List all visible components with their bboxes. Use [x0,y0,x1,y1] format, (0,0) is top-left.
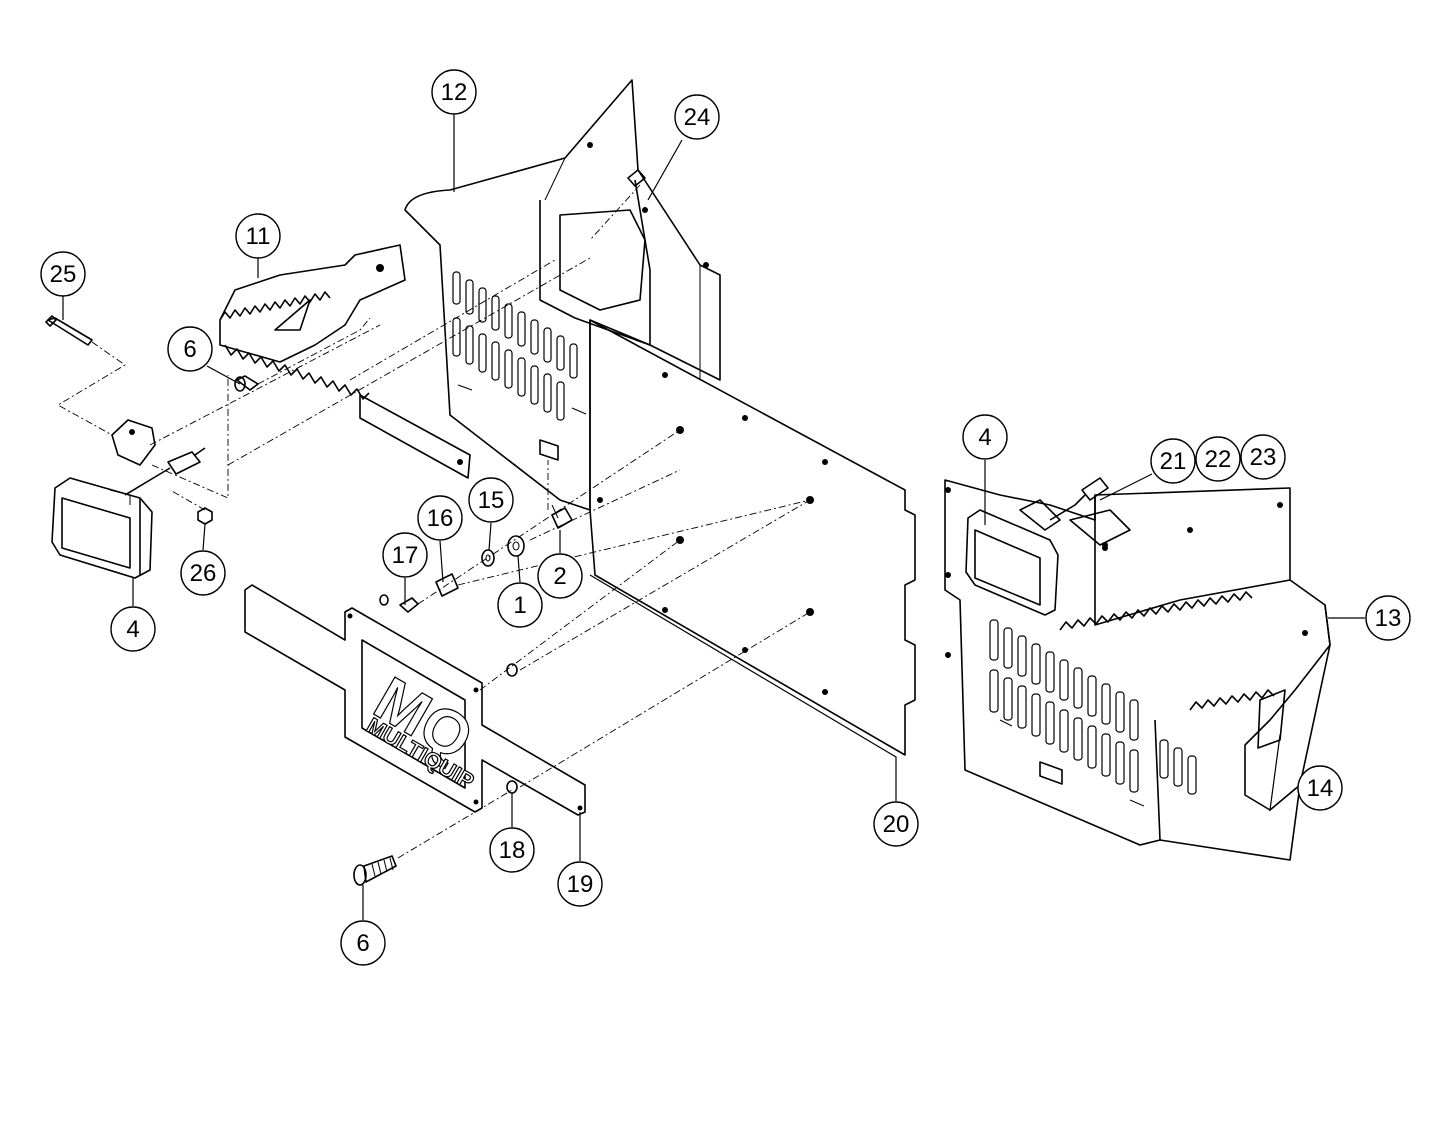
svg-text:6: 6 [356,930,369,957]
callout-17: 17 [382,532,428,578]
svg-text:1: 1 [513,592,526,619]
callout-25: 25 [40,251,86,297]
callout-1: 1 [497,582,543,628]
svg-text:18: 18 [499,837,526,864]
callout-4-left: 4 [110,606,156,652]
callout-18: 18 [489,827,535,873]
part-6-screw-lower [353,855,397,886]
part-18-screw [506,663,518,794]
svg-text:2: 2 [553,563,566,590]
part-24-screw [627,169,646,187]
part-13-14-housing [944,479,1331,861]
svg-text:6: 6 [183,336,196,363]
callout-19: 19 [557,861,603,907]
callout-13: 13 [1365,595,1411,641]
callout-leaders [62,114,1365,920]
part-12-vents [452,271,578,421]
part-4-light-left [51,419,206,579]
assembly-lines [57,184,811,859]
part-11-bracket [219,244,471,479]
svg-text:24: 24 [684,104,711,131]
svg-text:15: 15 [478,487,505,514]
callout-16: 16 [417,495,463,541]
svg-text:13: 13 [1375,605,1402,632]
callout-20: 20 [873,801,919,847]
part-16-spacer [435,573,459,597]
callout-6-lower: 6 [340,920,386,966]
svg-text:23: 23 [1250,444,1277,471]
callout-21: 21 [1150,438,1196,484]
part-12-housing [404,79,721,511]
svg-text:26: 26 [190,560,217,587]
svg-text:25: 25 [50,261,77,288]
part-20-panel [589,319,916,756]
callout-4-right: 4 [962,414,1008,460]
part-1-washer [507,535,525,557]
svg-text:4: 4 [126,616,139,643]
callout-22: 22 [1195,436,1241,482]
svg-text:4: 4 [978,424,991,451]
svg-text:19: 19 [567,871,594,898]
svg-text:11: 11 [246,223,271,250]
callout-15: 15 [468,477,514,523]
part-14-vents [989,619,1197,795]
part-2-stud [551,504,573,529]
part-17-screw [379,594,419,613]
part-15-washer [481,549,495,567]
svg-text:14: 14 [1307,775,1334,802]
callout-26: 26 [180,550,226,596]
callouts: 12 24 11 25 6 4 26 17 [40,69,1411,966]
callout-23: 23 [1240,434,1286,480]
svg-text:20: 20 [883,811,910,838]
callout-24: 24 [674,94,720,140]
svg-text:22: 22 [1205,446,1232,473]
svg-text:16: 16 [427,505,454,532]
callout-6-upper: 6 [167,326,213,372]
callout-11: 11 [235,213,281,259]
callout-2: 2 [537,553,583,599]
svg-text:17: 17 [392,542,419,569]
callout-14: 14 [1297,765,1343,811]
part-26-nut [197,507,213,525]
svg-text:12: 12 [441,79,468,106]
part-4-light-right [965,477,1131,616]
svg-text:21: 21 [1160,448,1187,475]
callout-12: 12 [431,69,477,115]
part-25-screw [45,315,93,346]
